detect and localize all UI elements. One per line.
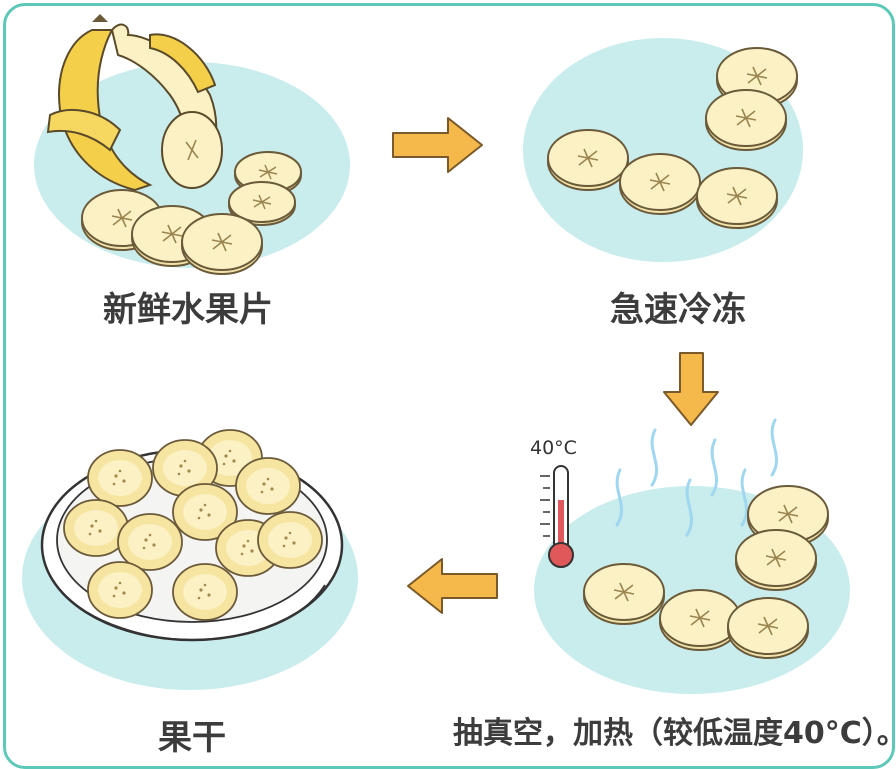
step-2-label: 急速冷冻 <box>610 290 746 330</box>
step-1-label: 新鲜水果片 <box>103 290 273 330</box>
banana-peeled-icon <box>46 14 223 192</box>
step-4-illustration <box>22 429 358 690</box>
arrow-down-icon <box>663 352 719 426</box>
process-illustration: 40°C <box>22 14 850 694</box>
arrow-right-icon <box>392 117 483 173</box>
step-3-label: 抽真空，加热（较低温度40°C）。 <box>453 716 896 751</box>
step-4-label: 果干 <box>158 718 226 758</box>
thermometer-reading: 40°C <box>530 437 577 459</box>
thermometer-icon <box>540 465 574 568</box>
step-1-illustration <box>34 14 350 275</box>
step-2-illustration <box>523 38 803 262</box>
steam-icon <box>615 418 778 537</box>
step-3-illustration: 40°C <box>530 418 850 694</box>
arrow-left-icon <box>407 558 498 614</box>
